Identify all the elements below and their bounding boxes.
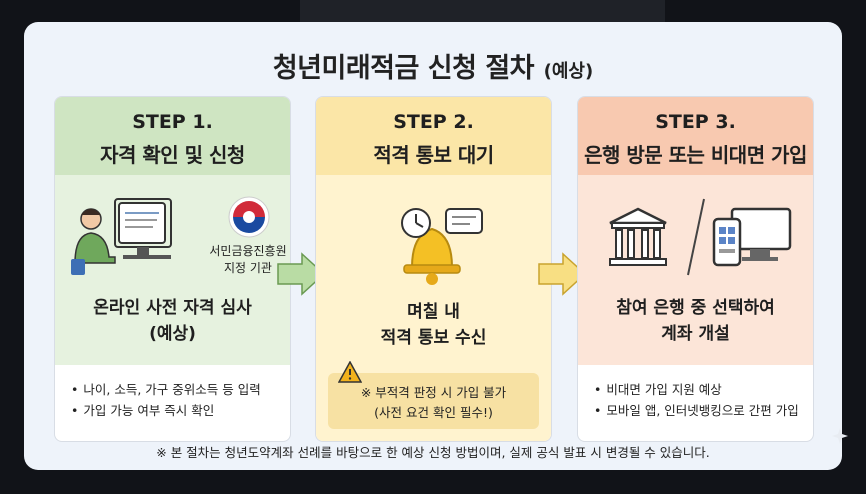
step-2-body: 며칠 내 적격 통보 수신 ※ 부적격 판정 시 가입 불가 (사전 요건 확인… — [316, 175, 551, 441]
divider-slash — [687, 198, 705, 276]
step-3-body: 참여 은행 중 선택하여 계좌 개설 — [578, 175, 813, 365]
step-3-number: STEP 3. — [655, 111, 736, 133]
step-2-header: STEP 2. 적격 통보 대기 — [316, 97, 551, 175]
step-1-body-line2: (예상) — [149, 324, 196, 344]
list-item: 나이, 소득, 가구 중위소득 등 입력 — [71, 379, 290, 400]
step-3-title: 은행 방문 또는 비대면 가입 — [584, 143, 807, 167]
title-main: 청년미래적금 신청 절차 — [272, 53, 535, 84]
title-sub: (예상) — [543, 61, 594, 82]
warning-line1: ※ 부적격 판정 시 가입 불가 — [360, 385, 507, 400]
footnote: ※ 본 절차는 청년도약계좌 선례를 바탕으로 한 예상 신청 방법이며, 실제… — [156, 445, 710, 460]
step-1-body-line1: 온라인 사전 자격 심사 — [93, 298, 252, 318]
person-at-computer-icon — [71, 198, 172, 275]
list-item: 가입 가능 여부 즉시 확인 — [71, 400, 290, 421]
bell-icon — [401, 208, 483, 285]
step-2-body-line1: 며칠 내 — [407, 302, 460, 322]
step-1-title: 자격 확인 및 신청 — [100, 143, 245, 167]
warning-line2: (사전 요건 확인 필수!) — [374, 405, 493, 420]
warning-box: ※ 부적격 판정 시 가입 불가 (사전 요건 확인 필수!) — [328, 361, 539, 429]
list-item: 비대면 가입 지원 예상 — [594, 379, 813, 400]
step-3-body-text: 참여 은행 중 선택하여 계좌 개설 — [578, 295, 813, 347]
step-3-column: STEP 3. 은행 방문 또는 비대면 가입 — [577, 96, 814, 442]
arrow-right-yellow-icon — [538, 252, 587, 296]
org-label: 서민금융진흥원 지정 기관 — [205, 243, 290, 277]
chat-bubble-icon — [445, 208, 483, 234]
infographic-card: 청년미래적금 신청 절차 (예상) STEP 1. 자격 확인 및 신청 — [24, 22, 842, 470]
step-3-body-line1: 참여 은행 중 선택하여 — [616, 298, 775, 318]
step-2-title: 적격 통보 대기 — [373, 143, 494, 167]
step-2-body-line2: 적격 통보 수신 — [380, 328, 487, 348]
list-item: 모바일 앱, 인터넷뱅킹으로 간편 가입 — [594, 400, 813, 421]
step-1-number: STEP 1. — [132, 111, 213, 133]
step-1-body-text: 온라인 사전 자격 심사 (예상) — [55, 295, 290, 347]
step-2-body-text: 며칠 내 적격 통보 수신 — [316, 299, 551, 351]
page-title: 청년미래적금 신청 절차 (예상) — [24, 46, 842, 85]
step-2-number: STEP 2. — [393, 111, 474, 133]
step-3-bullets: 비대면 가입 지원 예상 모바일 앱, 인터넷뱅킹으로 간편 가입 — [578, 365, 813, 421]
step-3-body-line2: 계좌 개설 — [661, 324, 730, 344]
step-1-column: STEP 1. 자격 확인 및 신청 — [54, 96, 291, 442]
warning-icon — [338, 361, 362, 383]
step-3-header: STEP 3. 은행 방문 또는 비대면 가입 — [578, 97, 813, 175]
arrow-right-green-icon — [277, 252, 326, 296]
step-1-body: 서민금융진흥원 지정 기관 온라인 사전 자격 심사 (예상) — [55, 175, 290, 365]
mobile-devices-icon — [712, 207, 792, 267]
bank-building-icon — [609, 207, 667, 266]
org-label-line1: 서민금융진흥원 — [209, 244, 287, 258]
sparkle-icon — [832, 428, 848, 444]
org-label-line2: 지정 기관 — [224, 261, 272, 275]
step-1-header: STEP 1. 자격 확인 및 신청 — [55, 97, 290, 175]
background-strip — [300, 0, 665, 24]
step-1-bullets: 나이, 소득, 가구 중위소득 등 입력 가입 가능 여부 즉시 확인 — [55, 365, 290, 421]
step-2-column: STEP 2. 적격 통보 대기 며칠 내 적격 통보 수신 — [315, 96, 552, 442]
government-emblem-icon — [228, 196, 270, 238]
